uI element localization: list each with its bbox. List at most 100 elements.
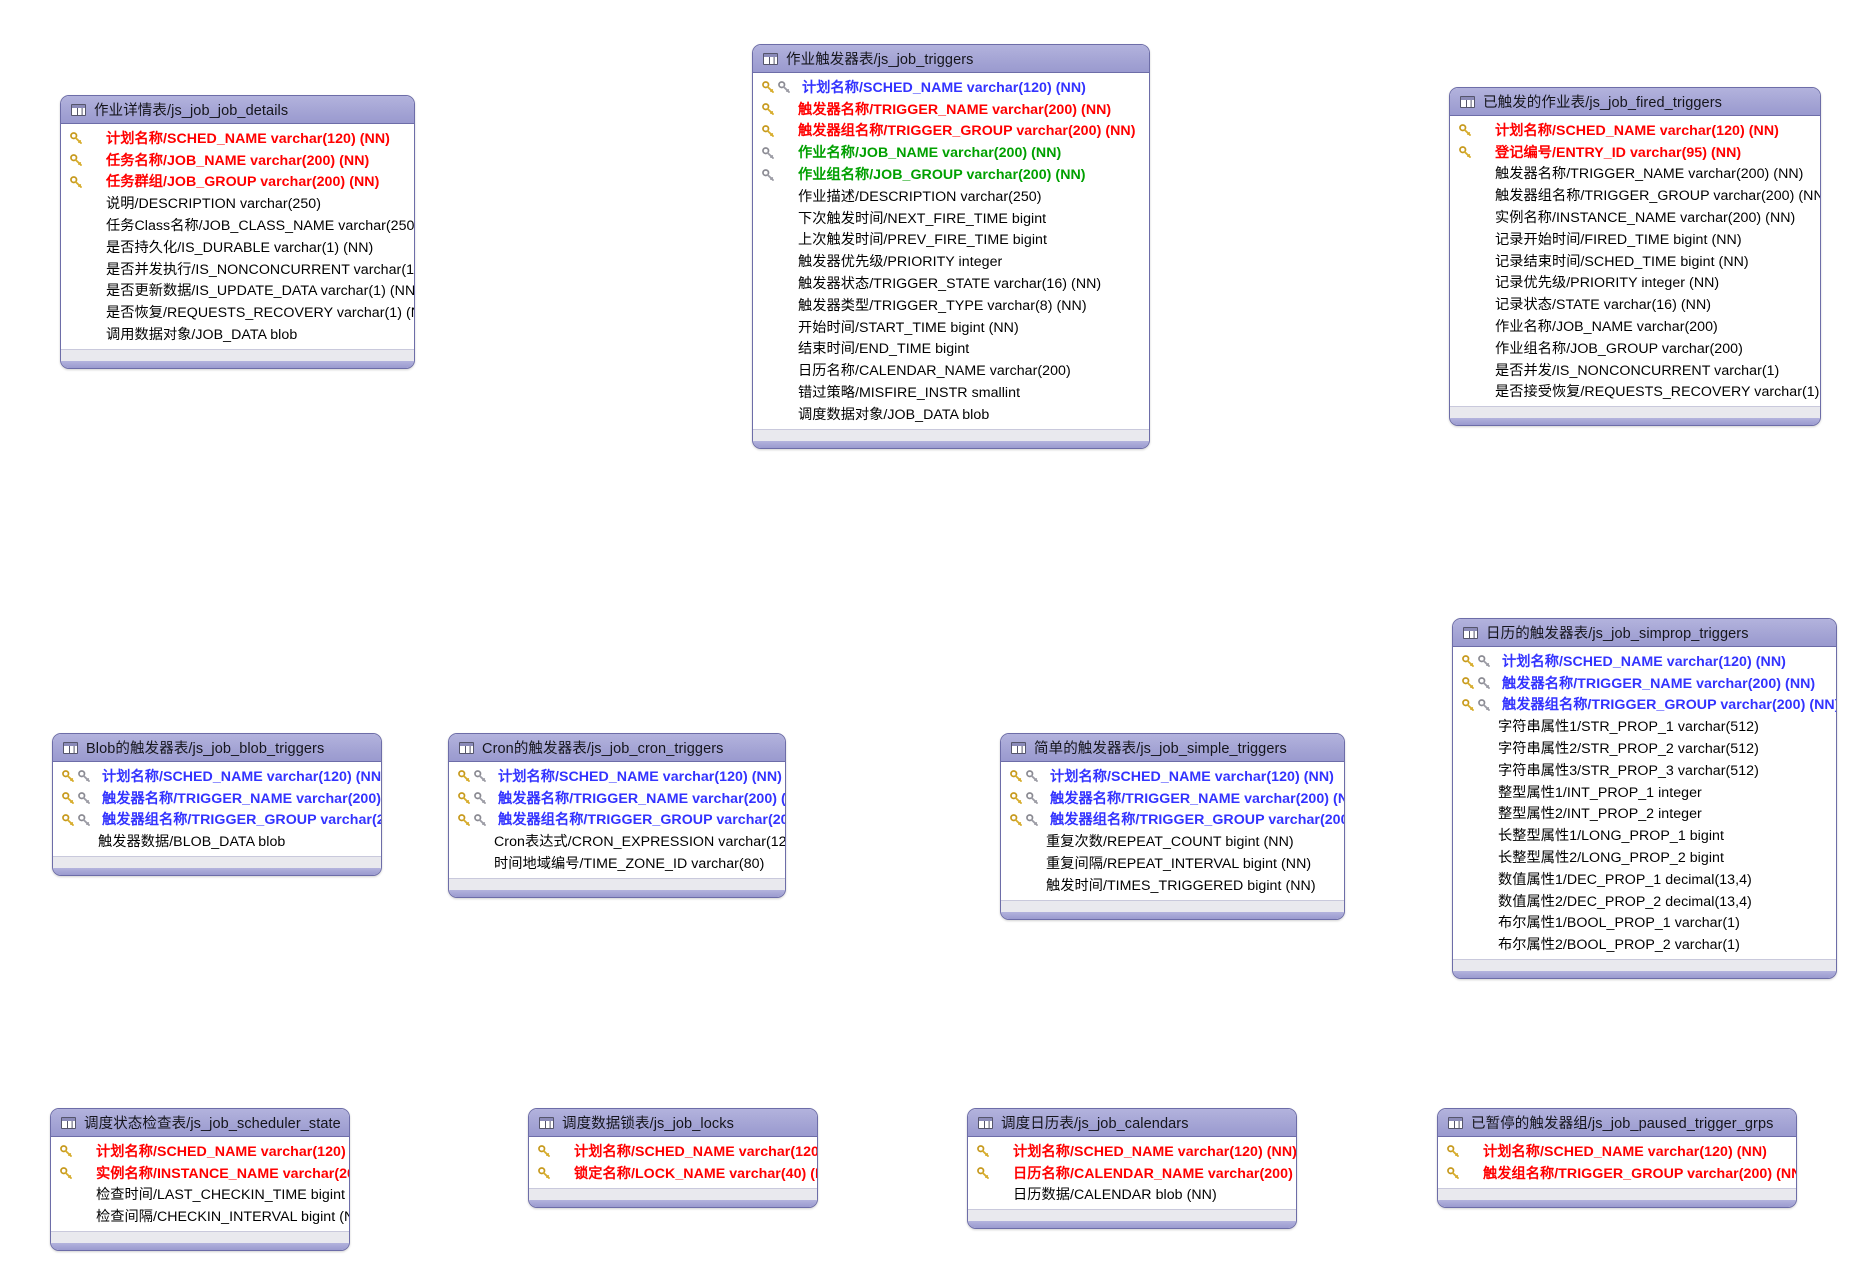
attribute-row[interactable]: 锁定名称/LOCK_NAME varchar(40) (NN) (529, 1163, 817, 1185)
attribute-row[interactable]: 调度数据对象/JOB_DATA blob (753, 404, 1149, 426)
edge-triggers-to-cron-triggers (748, 444, 830, 733)
entity-scheduler_state[interactable]: 调度状态检查表/js_job_scheduler_state 计划名称/SCHE… (50, 1108, 350, 1252)
attribute-row[interactable]: 计划名称/SCHED_NAME varchar(120) (NN) (1450, 120, 1820, 142)
attribute-row[interactable]: 任务群组/JOB_GROUP varchar(200) (NN) (61, 172, 414, 194)
attribute-key-icons (1462, 655, 1502, 668)
attribute-row[interactable]: 实例名称/INSTANCE_NAME varchar(200) (NN) (51, 1163, 349, 1185)
attribute-row[interactable]: 作业组名称/JOB_GROUP varchar(200) (NN) (753, 164, 1149, 186)
attribute-row[interactable]: 是否并发执行/IS_NONCONCURRENT varchar(1) (NN) (61, 259, 414, 281)
attribute-row[interactable]: 触发器名称/TRIGGER_NAME varchar(200) (NN) (449, 788, 785, 810)
attribute-row[interactable]: 触发器组名称/TRIGGER_GROUP varchar(200) (NN) (753, 121, 1149, 143)
gold-key-icon (62, 770, 74, 783)
entity-locks[interactable]: 调度数据锁表/js_job_locks 计划名称/SCHED_NAME varc… (528, 1108, 818, 1208)
attribute-row[interactable]: 触发器优先级/PRIORITY integer (753, 251, 1149, 273)
attribute-row[interactable]: 是否恢复/REQUESTS_RECOVERY varchar(1) (NN) (61, 302, 414, 324)
entity-simple_triggers[interactable]: 简单的触发器表/js_job_simple_triggers 计划名称/SCHE… (1000, 733, 1345, 920)
attribute-row[interactable]: 登记编号/ENTRY_ID varchar(95) (NN) (1450, 142, 1820, 164)
attribute-row[interactable]: 字符串属性1/STR_PROP_1 varchar(512) (1453, 716, 1836, 738)
attribute-row[interactable]: 记录结束时间/SCHED_TIME bigint (NN) (1450, 251, 1820, 273)
attribute-row[interactable]: 触发器状态/TRIGGER_STATE varchar(16) (NN) (753, 273, 1149, 295)
attribute-label: 错过策略/MISFIRE_INSTR smallint (798, 384, 1021, 401)
attribute-row[interactable]: 记录开始时间/FIRED_TIME bigint (NN) (1450, 229, 1820, 251)
attribute-row[interactable]: 计划名称/SCHED_NAME varchar(120) (NN) (753, 77, 1149, 99)
attribute-row[interactable]: 重复间隔/REPEAT_INTERVAL bigint (NN) (1001, 853, 1344, 875)
entity-triggers[interactable]: 作业触发器表/js_job_triggers 计划名称/SCHED_NAME v… (752, 44, 1150, 449)
attribute-row[interactable]: 是否更新数据/IS_UPDATE_DATA varchar(1) (NN) (61, 281, 414, 303)
attribute-row[interactable]: 调用数据对象/JOB_DATA blob (61, 324, 414, 346)
attribute-row[interactable]: 触发器组名称/TRIGGER_GROUP varchar(200) (NN) (1453, 695, 1836, 717)
attribute-row[interactable]: 作业名称/JOB_NAME varchar(200) (NN) (753, 142, 1149, 164)
entity-blob_triggers[interactable]: Blob的触发器表/js_job_blob_triggers 计划名称/SCHE… (52, 733, 382, 877)
entity-fired_triggers[interactable]: 已触发的作业表/js_job_fired_triggers 计划名称/SCHED… (1449, 87, 1821, 427)
attribute-row[interactable]: 整型属性2/INT_PROP_2 integer (1453, 804, 1836, 826)
attribute-row[interactable]: 触发器数据/BLOB_DATA blob (53, 831, 381, 853)
attribute-row[interactable]: 作业名称/JOB_NAME varchar(200) (1450, 316, 1820, 338)
attribute-row[interactable]: 错过策略/MISFIRE_INSTR smallint (753, 382, 1149, 404)
attribute-row[interactable]: 记录状态/STATE varchar(16) (NN) (1450, 294, 1820, 316)
attribute-row[interactable]: 触发器组名称/TRIGGER_GROUP varchar(200) (NN) (53, 810, 381, 832)
attribute-row[interactable]: 触发组名称/TRIGGER_GROUP varchar(200) (NN) (1438, 1163, 1796, 1185)
attribute-row[interactable]: 计划名称/SCHED_NAME varchar(120) (NN) (61, 128, 414, 150)
attribute-row[interactable]: 是否并发/IS_NONCONCURRENT varchar(1) (1450, 360, 1820, 382)
attribute-row[interactable]: 布尔属性2/BOOL_PROP_2 varchar(1) (1453, 934, 1836, 956)
attribute-row[interactable]: 实例名称/INSTANCE_NAME varchar(200) (NN) (1450, 207, 1820, 229)
attribute-row[interactable]: 检查间隔/CHECKIN_INTERVAL bigint (NN) (51, 1206, 349, 1228)
attribute-row[interactable]: 计划名称/SCHED_NAME varchar(120) (NN) (51, 1141, 349, 1163)
attribute-row[interactable]: 开始时间/START_TIME bigint (NN) (753, 317, 1149, 339)
entity-footer-bar (449, 889, 785, 897)
attribute-row[interactable]: 计划名称/SCHED_NAME varchar(120) (NN) (529, 1141, 817, 1163)
entity-simprop_triggers[interactable]: 日历的触发器表/js_job_simprop_triggers 计划名称/SCH… (1452, 618, 1837, 980)
attribute-row[interactable]: 重复次数/REPEAT_COUNT bigint (NN) (1001, 831, 1344, 853)
attribute-row[interactable]: 计划名称/SCHED_NAME varchar(120) (NN) (53, 766, 381, 788)
attribute-row[interactable]: 任务Class名称/JOB_CLASS_NAME varchar(250) (N… (61, 215, 414, 237)
attribute-row[interactable]: 数值属性1/DEC_PROP_1 decimal(13,4) (1453, 869, 1836, 891)
attribute-row[interactable]: 日历名称/CALENDAR_NAME varchar(200) (753, 360, 1149, 382)
attribute-row[interactable]: 计划名称/SCHED_NAME varchar(120) (NN) (449, 766, 785, 788)
attribute-row[interactable]: 布尔属性1/BOOL_PROP_1 varchar(1) (1453, 913, 1836, 935)
attribute-row[interactable]: 整型属性1/INT_PROP_1 integer (1453, 782, 1836, 804)
attribute-label: 字符串属性2/STR_PROP_2 varchar(512) (1498, 740, 1759, 757)
attribute-row[interactable]: 上次触发时间/PREV_FIRE_TIME bigint (753, 230, 1149, 252)
attribute-row[interactable]: 触发器名称/TRIGGER_NAME varchar(200) (NN) (1453, 673, 1836, 695)
attribute-row[interactable]: 记录优先级/PRIORITY integer (NN) (1450, 273, 1820, 295)
attribute-row[interactable]: 时间地域编号/TIME_ZONE_ID varchar(80) (449, 853, 785, 875)
attribute-row[interactable]: 计划名称/SCHED_NAME varchar(120) (NN) (1438, 1141, 1796, 1163)
attribute-row[interactable]: 日历名称/CALENDAR_NAME varchar(200) (NN) (968, 1163, 1296, 1185)
entity-job_details[interactable]: 作业详情表/js_job_job_details 计划名称/SCHED_NAME… (60, 95, 415, 369)
attribute-row[interactable]: 结束时间/END_TIME bigint (753, 339, 1149, 361)
attribute-row[interactable]: 数值属性2/DEC_PROP_2 decimal(13,4) (1453, 891, 1836, 913)
attribute-row[interactable]: 作业描述/DESCRIPTION varchar(250) (753, 186, 1149, 208)
attribute-row[interactable]: 作业组名称/JOB_GROUP varchar(200) (1450, 338, 1820, 360)
entity-title: 作业详情表/js_job_job_details (94, 103, 289, 119)
attribute-row[interactable]: 触发时间/TIMES_TRIGGERED bigint (NN) (1001, 875, 1344, 897)
attribute-row[interactable]: 是否持久化/IS_DURABLE varchar(1) (NN) (61, 237, 414, 259)
attribute-row[interactable]: 触发器组名称/TRIGGER_GROUP varchar(200) (NN) (449, 810, 785, 832)
attribute-row[interactable]: 检查时间/LAST_CHECKIN_TIME bigint (NN) (51, 1185, 349, 1207)
attribute-row[interactable]: 触发器名称/TRIGGER_NAME varchar(200) (NN) (753, 99, 1149, 121)
attribute-row[interactable]: 字符串属性3/STR_PROP_3 varchar(512) (1453, 760, 1836, 782)
attribute-row[interactable]: 触发器类型/TRIGGER_TYPE varchar(8) (NN) (753, 295, 1149, 317)
attribute-row[interactable]: 触发器名称/TRIGGER_NAME varchar(200) (NN) (1450, 164, 1820, 186)
attribute-row[interactable]: 字符串属性2/STR_PROP_2 varchar(512) (1453, 738, 1836, 760)
silver-key-icon (1026, 770, 1038, 783)
attribute-row[interactable]: 是否接受恢复/REQUESTS_RECOVERY varchar(1) (1450, 382, 1820, 404)
attribute-row[interactable]: 长整型属性1/LONG_PROP_1 bigint (1453, 825, 1836, 847)
attribute-row[interactable]: 说明/DESCRIPTION varchar(250) (61, 193, 414, 215)
attribute-row[interactable]: 触发器组名称/TRIGGER_GROUP varchar(200) (NN) (1450, 185, 1820, 207)
attribute-row[interactable]: 计划名称/SCHED_NAME varchar(120) (NN) (1453, 651, 1836, 673)
attribute-label: 字符串属性3/STR_PROP_3 varchar(512) (1498, 762, 1759, 779)
entity-cron_triggers[interactable]: Cron的触发器表/js_job_cron_triggers 计划名称/SCHE… (448, 733, 786, 898)
attribute-row[interactable]: 计划名称/SCHED_NAME varchar(120) (NN) (1001, 766, 1344, 788)
attribute-row[interactable]: Cron表达式/CRON_EXPRESSION varchar(120) (NN… (449, 831, 785, 853)
attribute-row[interactable]: 触发器名称/TRIGGER_NAME varchar(200) (NN) (1001, 788, 1344, 810)
attribute-row[interactable]: 计划名称/SCHED_NAME varchar(120) (NN) (968, 1141, 1296, 1163)
entity-paused_trigger_grps[interactable]: 已暂停的触发器组/js_job_paused_trigger_grps 计划名称… (1437, 1108, 1797, 1208)
attribute-row[interactable]: 触发器组名称/TRIGGER_GROUP varchar(200) (NN) (1001, 810, 1344, 832)
attribute-row[interactable]: 触发器名称/TRIGGER_NAME varchar(200) (NN) (53, 788, 381, 810)
attribute-row[interactable]: 日历数据/CALENDAR blob (NN) (968, 1185, 1296, 1207)
attribute-row[interactable]: 任务名称/JOB_NAME varchar(200) (NN) (61, 150, 414, 172)
attribute-row[interactable]: 下次触发时间/NEXT_FIRE_TIME bigint (753, 208, 1149, 230)
attribute-row[interactable]: 长整型属性2/LONG_PROP_2 bigint (1453, 847, 1836, 869)
entity-calendars[interactable]: 调度日历表/js_job_calendars 计划名称/SCHED_NAME v… (967, 1108, 1297, 1230)
